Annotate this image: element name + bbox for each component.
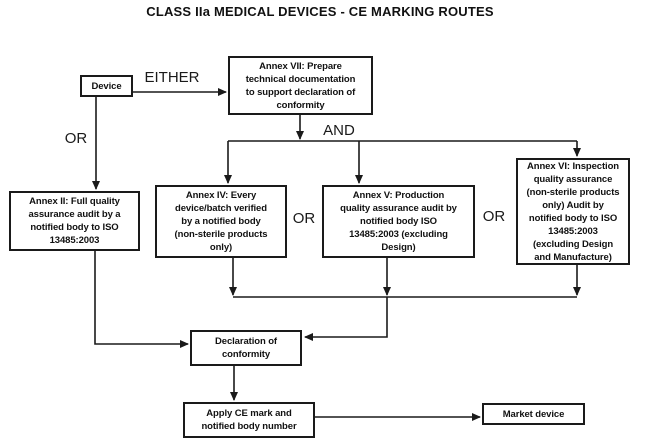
flow-box-annex-ii: Annex II: Full quality assurance audit b… — [9, 191, 140, 251]
connector-label-either: EITHER — [144, 69, 200, 86]
flow-box-device: Device — [80, 75, 133, 97]
connector-label-or-right: OR — [482, 208, 506, 225]
connector-label-and: AND — [323, 122, 355, 139]
flow-box-apply-ce-mark: Apply CE mark and notified body number — [183, 402, 315, 438]
connector-label-or-left: OR — [64, 130, 88, 147]
flow-box-market-device: Market device — [482, 403, 585, 425]
arrow-collector-to-declaration — [304, 297, 388, 341]
flow-box-annex-iv: Annex IV: Every device/batch verified by… — [155, 185, 287, 258]
flow-box-annex-v: Annex V: Production quality assurance au… — [322, 185, 475, 258]
flow-box-declaration: Declaration of conformity — [190, 330, 302, 366]
flow-box-annex-vi: Annex VI: Inspection quality assurance (… — [516, 158, 630, 265]
flow-box-annex-vii: Annex VII: Prepare technical documentati… — [228, 56, 373, 115]
diagram-title: CLASS IIa MEDICAL DEVICES - CE MARKING R… — [146, 4, 494, 19]
connector-label-or-mid: OR — [292, 210, 316, 227]
arrow-annexii-to-declaration — [94, 251, 189, 348]
